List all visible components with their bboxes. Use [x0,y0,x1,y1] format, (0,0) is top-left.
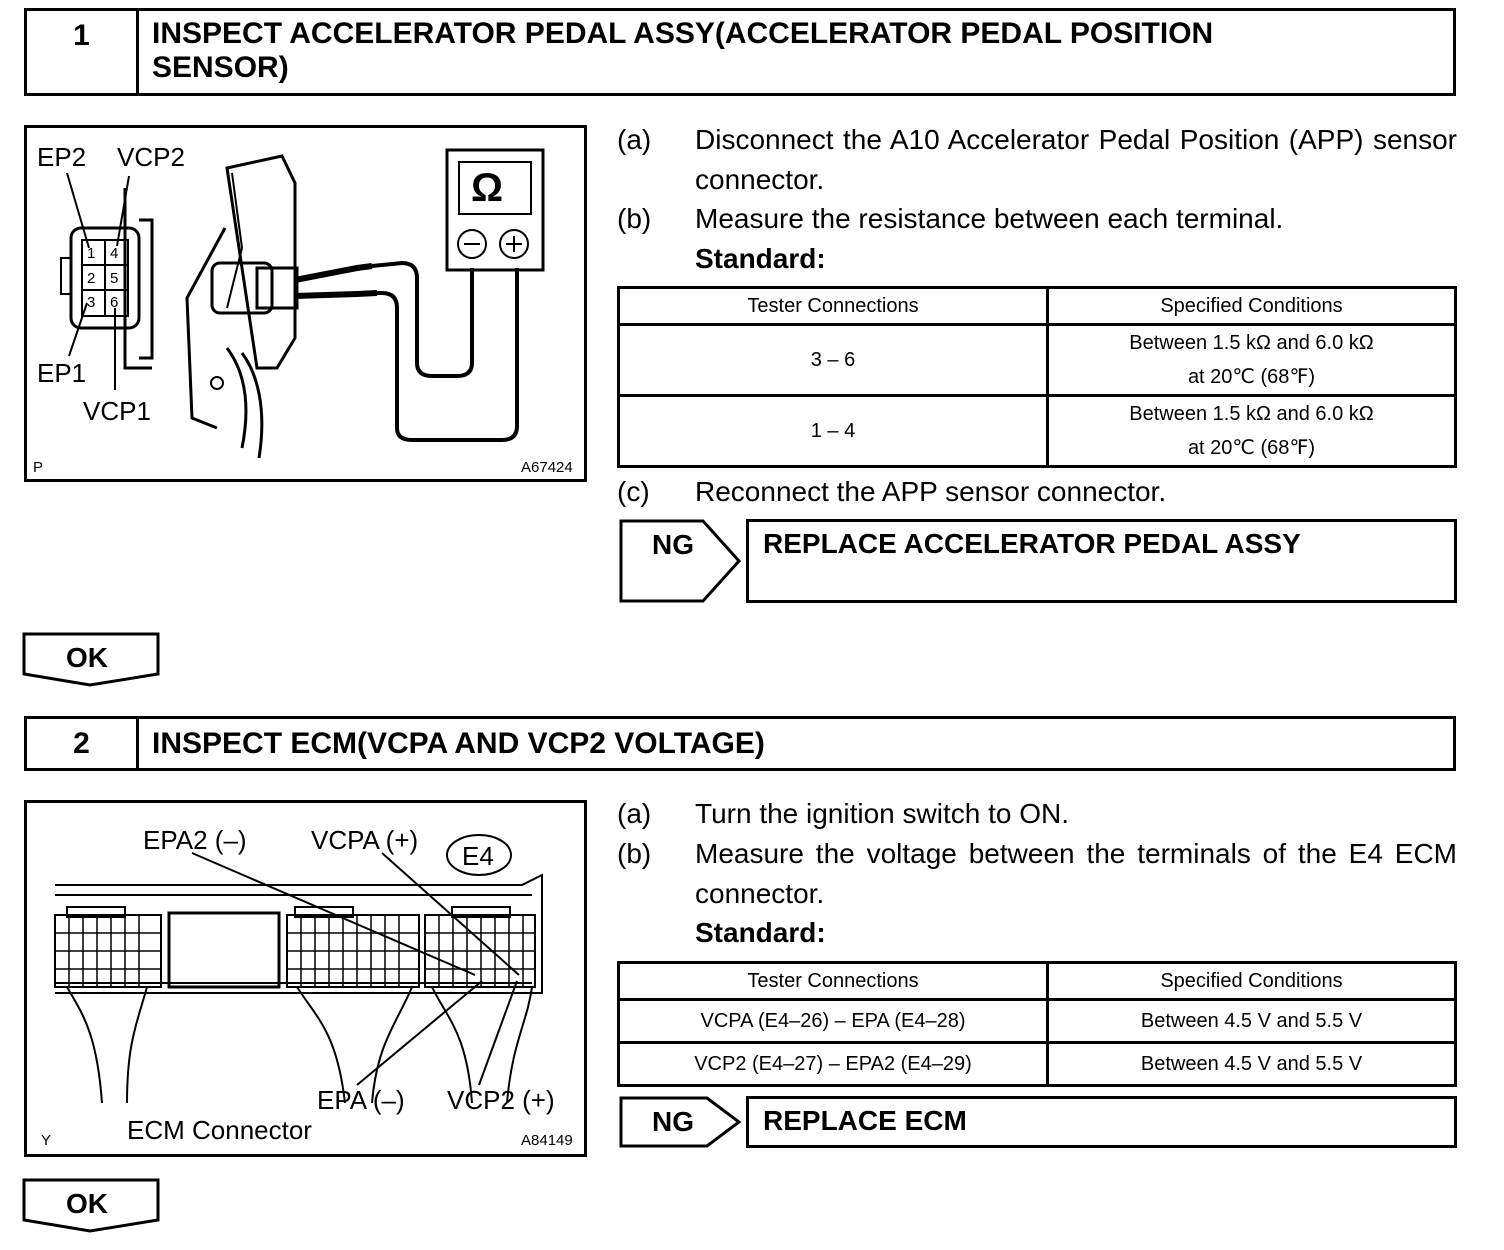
step1-instruction-a: (a) Disconnect the A10 Accelerator Pedal… [617,120,1457,200]
header-specified-conditions: Specified Conditions [1046,961,1457,1001]
connection-cell: VCP2 (E4–27) – EPA2 (E4–29) [617,1041,1049,1087]
table-header-row: Tester Connections Specified Conditions [617,961,1457,1001]
header-tester-connections: Tester Connections [617,961,1049,1001]
condition-cell: Between 1.5 kΩ and 6.0 kΩ at 20℃ (68℉) [1046,323,1457,397]
condition-line1: Between 1.5 kΩ and 6.0 kΩ [1129,403,1374,425]
instruction-label: (b) [617,838,652,869]
ecm-connector-illustration [54,834,543,1104]
pin-4: 4 [110,245,119,262]
instruction-text: Turn the ignition switch to ON. [695,798,1070,829]
condition-line2: at 20℃ (68℉) [1187,366,1316,388]
step1-instruction-b: (b) Measure the resistance between each … [617,199,1457,239]
step1-figure: EP2 VCP2 EP1 VCP1 1 4 2 5 3 6 Ω P A67424 [24,125,587,482]
label-vcpa: VCPA (+) [311,825,419,855]
label-vcp2: VCP2 [117,142,185,172]
step2-spec-table: Tester Connections Specified Conditions … [617,961,1457,1087]
label-vcp2-plus: VCP2 (+) [447,1085,555,1115]
label-ecm-connector: ECM Connector [127,1115,312,1145]
figure-corner-letter: Y [41,1132,52,1149]
step2-title: INSPECT ECM(VCPA AND VCP2 VOLTAGE) [152,727,765,760]
connection-cell: 1 – 4 [617,394,1049,468]
ng-arrow-icon [619,519,742,603]
figure-code: A67424 [521,459,573,476]
instruction-text: Measure the resistance between each term… [695,203,1284,234]
step1-instruction-c: (c) Reconnect the APP sensor connector. [617,472,1457,512]
pin-6: 6 [110,294,119,311]
pin-1: 1 [87,245,96,262]
ng-arrow-icon [619,1096,742,1148]
step2-ng-result-box: REPLACE ECM [746,1096,1457,1148]
instruction-label: (a) [617,124,652,155]
step1-ng-label: NG [652,529,694,560]
label-ep1: EP1 [37,358,87,388]
figure-corner-letter: P [33,459,44,476]
label-ep2: EP2 [37,142,87,172]
pin-2: 2 [87,270,96,287]
step2-ng-action: REPLACE ECM [763,1105,967,1136]
label-vcp1: VCP1 [83,396,151,426]
table-row: 1 – 4 Between 1.5 kΩ and 6.0 kΩ at 20℃ (… [617,394,1457,468]
pin-3: 3 [87,294,96,311]
instruction-text: Measure the voltage between the terminal… [695,838,1457,909]
step1-ok-label: OK [66,642,108,673]
label-epa2: EPA2 (–) [143,825,247,855]
label-e4: E4 [462,841,494,871]
connection-cell: VCPA (E4–26) – EPA (E4–28) [617,998,1049,1044]
condition-cell: Between 1.5 kΩ and 6.0 kΩ at 20℃ (68℉) [1046,394,1457,468]
condition-line2: at 20℃ (68℉) [1187,437,1316,459]
instruction-text: Disconnect the A10 Accelerator Pedal Pos… [695,124,1457,195]
figure-code: A84149 [521,1132,573,1149]
condition-cell: Between 4.5 V and 5.5 V [1046,998,1457,1044]
pedal-sensor-illustration [60,148,545,459]
table-header-row: Tester Connections Specified Conditions [617,286,1457,326]
step2-standard-label: Standard: [695,917,826,948]
header-specified-conditions: Specified Conditions [1046,286,1457,326]
step2-ok-label: OK [66,1188,108,1219]
label-epa: EPA (–) [317,1085,405,1115]
connection-cell: 3 – 6 [617,323,1049,397]
step1-number: 1 [27,11,139,93]
table-row: VCPA (E4–26) – EPA (E4–28) Between 4.5 V… [617,998,1457,1044]
step1-header: 1 INSPECT ACCELERATOR PEDAL ASSY(ACCELER… [24,8,1456,96]
step2-header: 2 INSPECT ECM(VCPA AND VCP2 VOLTAGE) [24,716,1456,771]
ok-arrow-icon [22,632,160,687]
instruction-label: (a) [617,798,652,829]
step1-spec-table: Tester Connections Specified Conditions … [617,286,1457,468]
step1-title: INSPECT ACCELERATOR PEDAL ASSY(ACCELERAT… [152,17,1214,84]
step2-instruction-a: (a) Turn the ignition switch to ON. [617,794,1457,834]
step1-ng-result-box: REPLACE ACCELERATOR PEDAL ASSY [746,519,1457,603]
step2-number: 2 [27,719,139,768]
ok-arrow-icon [22,1178,160,1233]
step2-ng-label: NG [652,1106,694,1137]
condition-line1: Between 1.5 kΩ and 6.0 kΩ [1129,332,1374,354]
step1-ng-action: REPLACE ACCELERATOR PEDAL ASSY [763,528,1301,559]
instruction-label: (b) [617,203,652,234]
instruction-label: (c) [617,476,650,507]
condition-cell: Between 4.5 V and 5.5 V [1046,1041,1457,1087]
step2-instruction-b: (b) Measure the voltage between the term… [617,834,1457,914]
ohm-icon: Ω [471,166,504,210]
table-row: 3 – 6 Between 1.5 kΩ and 6.0 kΩ at 20℃ (… [617,323,1457,397]
step1-standard-label: Standard: [695,243,826,274]
table-row: VCP2 (E4–27) – EPA2 (E4–29) Between 4.5 … [617,1041,1457,1087]
pin-5: 5 [110,270,119,287]
header-tester-connections: Tester Connections [617,286,1049,326]
instruction-text: Reconnect the APP sensor connector. [695,476,1167,507]
step2-figure: EPA2 (–) VCPA (+) E4 EPA (–) VCP2 (+) EC… [24,800,587,1157]
